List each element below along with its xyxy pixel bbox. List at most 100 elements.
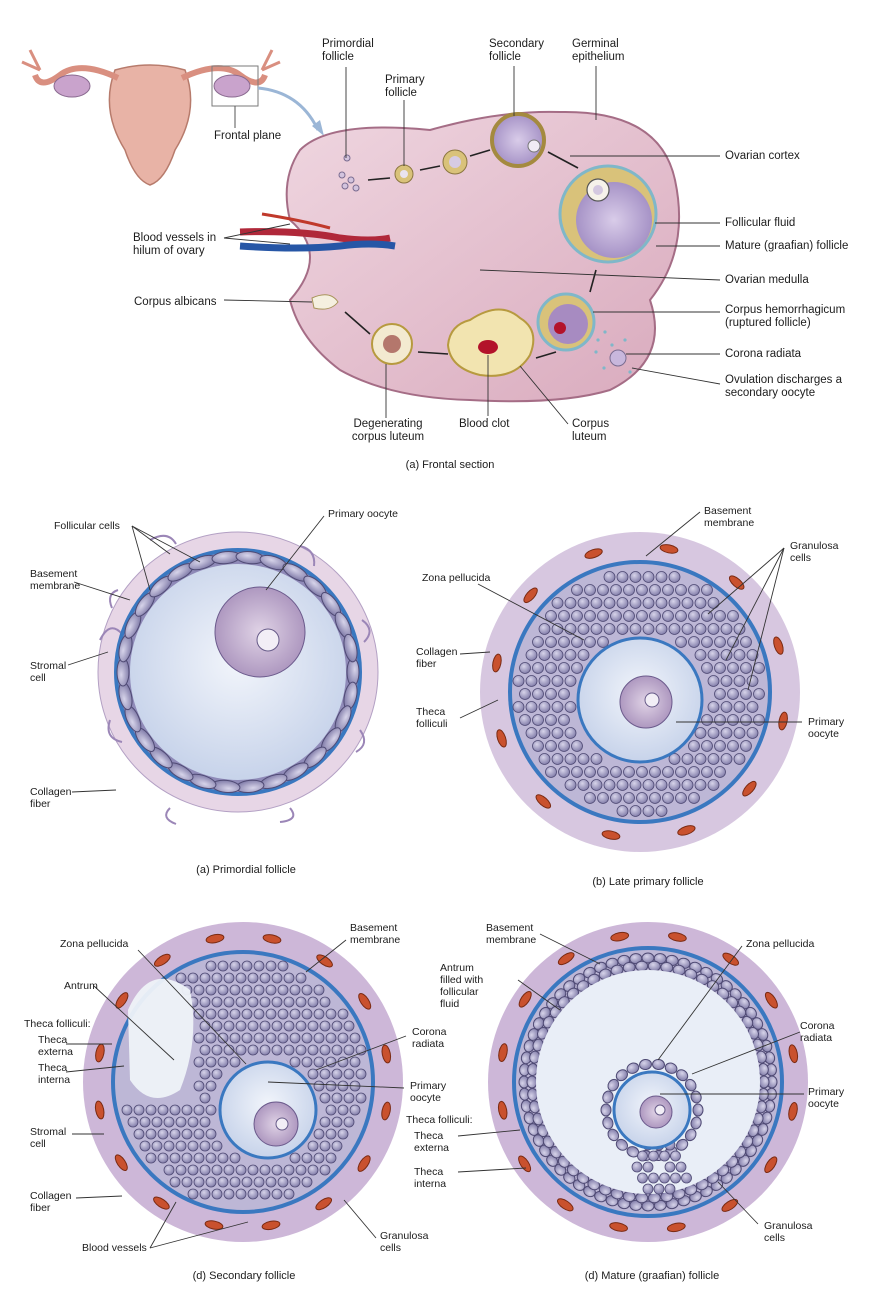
granulosa-cell [538, 649, 551, 661]
label-mat-theca-interna: Theca interna [414, 1166, 447, 1190]
granulosa-cell [331, 1092, 343, 1104]
granulosa-cell [145, 1128, 157, 1140]
granulosa-cell [217, 1056, 229, 1068]
granulosa-cell [355, 1044, 367, 1056]
granulosa-cell [301, 1008, 313, 1020]
granulosa-cell [241, 1008, 253, 1020]
granulosa-cell [205, 984, 217, 996]
granulosa-cell [235, 996, 247, 1008]
granulosa-cell [259, 972, 271, 984]
granulosa-cell [313, 1128, 325, 1140]
caption-late-primary-follicle: (b) Late primary follicle [592, 876, 704, 888]
granulosa-cell [265, 1032, 277, 1044]
granulosa-cell [720, 623, 733, 635]
granulosa-cell [157, 1128, 169, 1140]
granulosa-cell [707, 779, 720, 791]
late-primary-leader-lines [459, 511, 802, 723]
granulosa-cell [193, 1080, 205, 1092]
granulosa-cell [727, 610, 739, 622]
granulosa-cell [642, 597, 655, 609]
granulosa-cell [259, 1020, 271, 1032]
granulosa-cell [301, 1152, 313, 1164]
granulosa-cell [558, 662, 570, 674]
granulosa-cell [271, 1020, 283, 1032]
granulosa-cell [707, 623, 720, 635]
corona-cell [607, 1128, 620, 1142]
label-corpus-luteum: Corpus luteum [572, 418, 610, 443]
granulosa-cell [610, 766, 622, 778]
label-mat-zona-pellucida: Zona pellucida [746, 938, 815, 950]
granulosa-cell [271, 972, 283, 984]
granulosa-cell [139, 1116, 151, 1128]
cumulus-cell [659, 1150, 670, 1162]
granulosa-cell [720, 727, 733, 739]
granulosa-cell [753, 688, 765, 700]
granulosa-cell [325, 1104, 337, 1116]
blood-vessel [381, 1044, 392, 1064]
granulosa-cell [603, 779, 616, 791]
label-mat-primary-oocyte: Primary oocyte [808, 1086, 845, 1110]
granulosa-cell [636, 584, 648, 596]
granulosa-cell [649, 610, 661, 622]
caption-mature-follicle: (d) Mature (graafian) follicle [584, 1270, 720, 1282]
granulosa-cell [655, 779, 668, 791]
granulosa-cell [253, 960, 265, 972]
granulosa-cell [313, 1056, 325, 1068]
follicular-cell [343, 633, 358, 663]
granulosa-cell [694, 753, 707, 765]
granulosa-cell [694, 727, 707, 739]
cumulus-cell [681, 1172, 692, 1184]
granulosa-cell [337, 1008, 349, 1020]
granulosa-cell [313, 1080, 325, 1092]
granulosa-cell [740, 714, 752, 726]
label-mat-theca-externa: Theca externa [414, 1130, 450, 1154]
granulosa-cell [127, 1116, 139, 1128]
granulosa-cell [199, 996, 211, 1008]
granulosa-cell [337, 1104, 349, 1116]
corona-cell [690, 1116, 702, 1130]
granulosa-cell [584, 610, 596, 622]
blood-vessel [498, 1043, 508, 1062]
cumulus-cell [659, 1172, 670, 1184]
granulosa-cell [564, 753, 577, 765]
granulosa-cell [558, 714, 570, 726]
granulosa-cell [259, 1044, 271, 1056]
granulosa-cell [223, 1188, 235, 1200]
granulosa-cell [571, 610, 583, 622]
granulosa-cell [247, 1044, 259, 1056]
granulosa-cell [307, 1020, 319, 1032]
granulosa-cell [525, 649, 538, 661]
blood-vessel [358, 992, 372, 1010]
granulosa-cell [688, 766, 700, 778]
granulosa-cell [616, 805, 629, 817]
label-sec-theca-interna: Theca interna [38, 1062, 71, 1086]
granulosa-cell [247, 1164, 259, 1176]
granulosa-cell [283, 972, 295, 984]
granulosa-cell [668, 753, 681, 765]
granulosa-cell [655, 623, 668, 635]
granulosa-cell [229, 1152, 241, 1164]
granulosa-cell [571, 584, 583, 596]
granulosa-cell [223, 1164, 235, 1176]
panel-a-leader-lines [223, 66, 721, 425]
cumulus-cell [637, 1150, 648, 1162]
granulosa-cell [688, 792, 700, 804]
granulosa-cell [199, 1140, 211, 1152]
granulosa-cell [223, 996, 235, 1008]
granulosa-cell [636, 792, 648, 804]
granulosa-cell [571, 766, 583, 778]
granulosa-cell [564, 727, 577, 739]
granulosa-cell [301, 1176, 313, 1188]
granulosa-cell [289, 1176, 301, 1188]
granulosa-cell [343, 1068, 355, 1080]
granulosa-cell [211, 996, 223, 1008]
granulosa-cell [355, 1068, 367, 1080]
granulosa-cell [545, 610, 557, 622]
granulosa-cell [623, 610, 635, 622]
label-degenerating-corpus-luteum: Degenerating corpus luteum [351, 418, 425, 443]
granulosa-cell [187, 1164, 199, 1176]
granulosa-cell [629, 571, 642, 583]
granulosa-cell [590, 779, 603, 791]
primordial-follicle-drawing [97, 531, 379, 825]
corona-cell [684, 1128, 697, 1142]
